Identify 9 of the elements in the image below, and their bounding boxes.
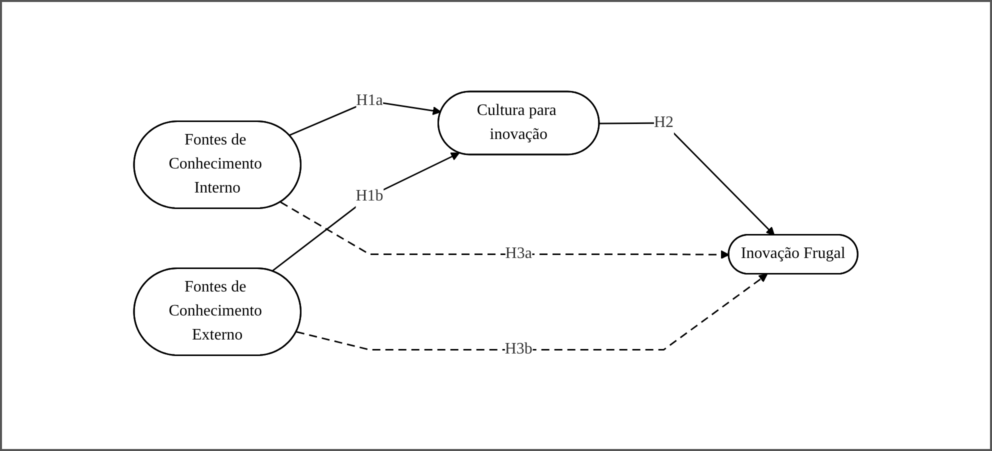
- arrow: [600, 122, 775, 236]
- edge-label: H3a: [505, 245, 532, 262]
- arrow: [272, 152, 460, 272]
- edge-label: H3b: [504, 340, 533, 358]
- edge-label: H2: [654, 114, 674, 132]
- arrow: [296, 274, 768, 351]
- edge-label: H1b: [356, 188, 384, 205]
- arrow: [280, 202, 730, 260]
- edge-label: H1a: [356, 92, 383, 110]
